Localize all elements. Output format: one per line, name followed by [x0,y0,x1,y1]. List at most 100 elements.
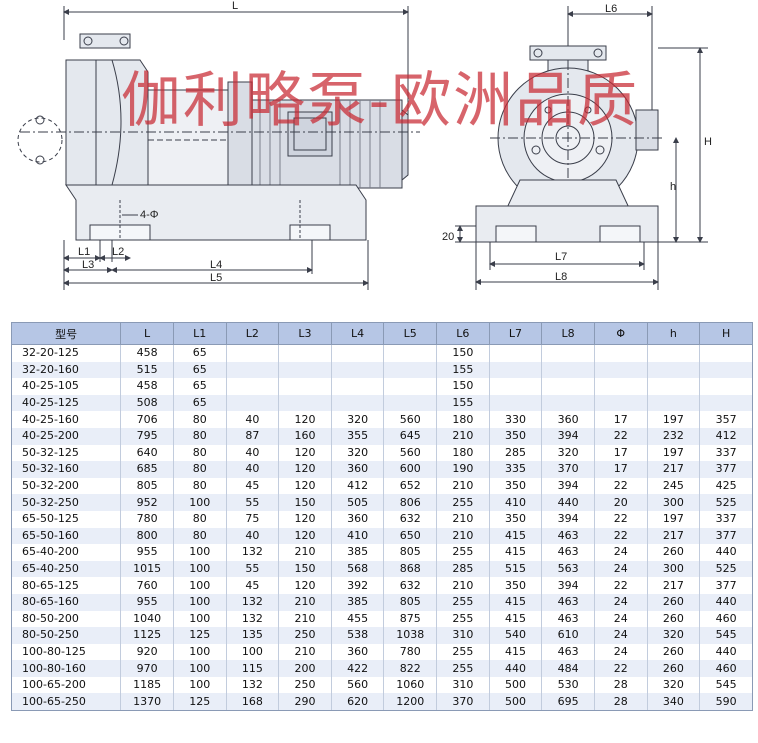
value-cell [331,378,385,395]
value-cell: 24 [594,593,648,611]
value-cell: 250 [278,676,332,694]
value-cell [541,378,595,395]
value-cell [278,344,332,362]
value-cell: 210 [436,577,490,594]
column-header: L5 [383,322,438,345]
value-cell: 337 [699,510,753,528]
value-cell: 40 [226,461,280,478]
value-cell: 255 [436,494,490,511]
column-header: L8 [541,322,595,345]
value-cell [699,361,753,379]
value-cell: 458 [120,378,174,395]
value-cell: 210 [278,593,332,611]
value-cell: 805 [120,477,174,495]
value-cell: 320 [647,627,701,644]
value-cell: 40 [226,444,280,462]
value-cell: 100 [173,577,227,594]
value-cell [594,344,648,362]
value-cell: 500 [489,676,543,694]
value-cell: 125 [173,693,227,712]
value-cell: 515 [120,361,174,379]
value-cell: 255 [436,643,490,661]
value-cell: 385 [331,544,385,561]
value-cell: 260 [647,593,701,611]
value-cell: 455 [331,610,385,628]
value-cell [699,378,753,395]
value-cell: 217 [647,461,701,478]
value-cell [383,344,438,362]
value-cell: 80 [173,510,227,528]
value-cell: 357 [699,411,753,428]
value-cell: 377 [699,527,753,545]
value-cell: 440 [699,643,753,661]
column-header: Φ [593,322,648,345]
value-cell [278,394,332,412]
value-cell: 160 [278,427,332,445]
value-cell: 210 [278,544,332,561]
value-cell: 620 [331,693,385,712]
value-cell [331,344,385,362]
model-cell: 40-25-105 [10,378,122,395]
value-cell: 425 [699,477,753,495]
value-cell: 392 [331,577,385,594]
value-cell: 100 [173,593,227,611]
value-cell: 100 [173,610,227,628]
value-cell: 100 [173,643,227,661]
value-cell: 394 [541,477,595,495]
value-cell: 100 [173,544,227,561]
value-cell: 24 [594,560,648,578]
value-cell: 168 [226,693,280,712]
value-cell: 335 [489,461,543,478]
value-cell: 210 [436,427,490,445]
model-cell: 80-65-160 [10,593,122,611]
value-cell: 1200 [383,693,438,712]
column-header: h [646,322,701,345]
value-cell: 285 [489,444,543,462]
model-cell: 65-50-125 [10,510,122,528]
value-cell: 22 [594,527,648,545]
value-cell: 505 [331,494,385,511]
column-header: L3 [278,322,332,345]
value-cell: 100 [173,676,227,694]
value-cell [699,344,753,362]
value-cell: 65 [173,361,227,379]
value-cell: 360 [331,510,385,528]
value-cell: 245 [647,477,701,495]
value-cell: 210 [436,527,490,545]
value-cell: 463 [541,544,595,561]
value-cell: 590 [699,693,753,712]
value-cell: 120 [278,461,332,478]
value-cell: 360 [331,461,385,478]
suction-flange [17,115,63,165]
value-cell: 970 [120,660,174,677]
value-cell: 1038 [383,627,438,644]
value-cell: 645 [383,427,438,445]
value-cell: 132 [226,676,280,694]
value-cell: 806 [383,494,438,511]
value-cell [278,378,332,395]
value-cell: 120 [278,527,332,545]
dim-label-L2: L2 [112,246,124,258]
value-cell: 875 [383,610,438,628]
value-cell: 45 [226,477,280,495]
value-cell: 210 [436,477,490,495]
value-cell: 217 [647,527,701,545]
value-cell: 484 [541,660,595,677]
value-cell: 80 [173,427,227,445]
value-cell: 20 [594,494,648,511]
value-cell [489,378,543,395]
value-cell: 65 [173,394,227,412]
value-cell: 955 [120,544,174,561]
value-cell: 610 [541,627,595,644]
value-cell: 100 [173,494,227,511]
